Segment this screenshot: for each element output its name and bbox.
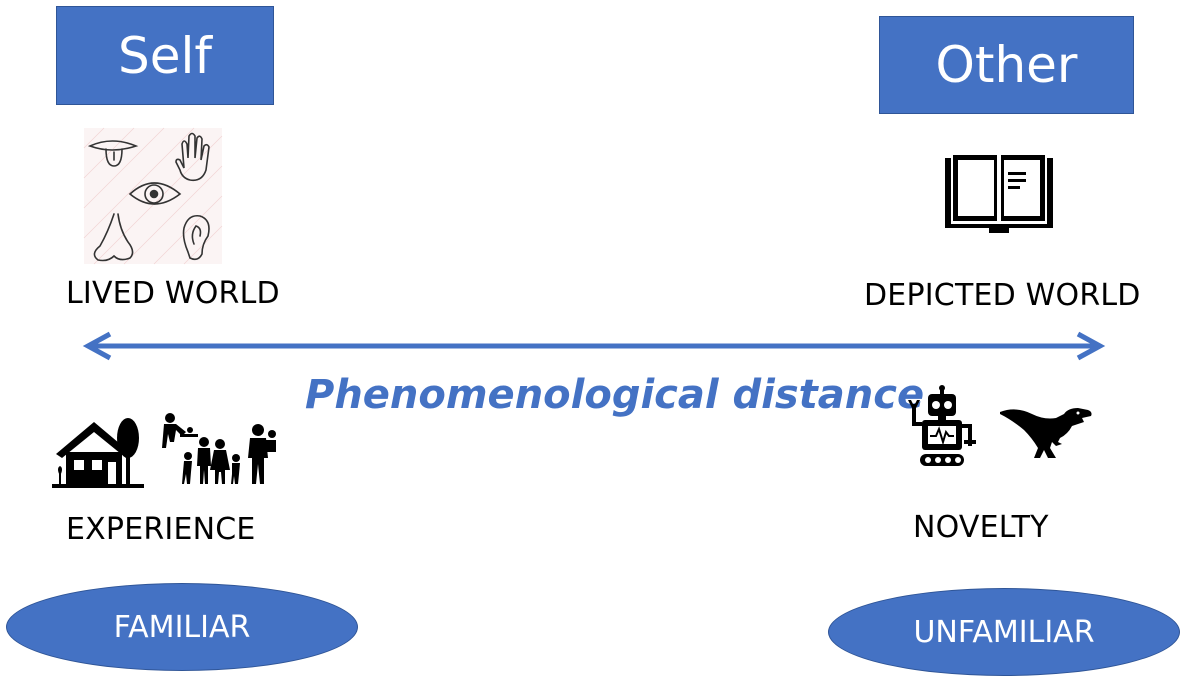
self-label: Self <box>118 26 212 85</box>
depicted-world-label: DEPICTED WORLD <box>864 278 1141 313</box>
open-book-icon <box>945 154 1053 233</box>
unfamiliar-ellipse: UNFAMILIAR <box>828 588 1180 676</box>
house-icon <box>52 418 144 488</box>
other-box: Other <box>879 16 1134 114</box>
other-label: Other <box>935 36 1078 94</box>
distance-axis-label: Phenomenological distance <box>305 372 925 418</box>
dinosaur-icon <box>1000 408 1092 458</box>
unfamiliar-label: UNFAMILIAR <box>913 614 1095 650</box>
robot-icon <box>908 385 976 466</box>
family-icon <box>162 413 276 484</box>
novelty-label: NOVELTY <box>913 510 1049 545</box>
self-box: Self <box>56 6 274 105</box>
familiar-ellipse: FAMILIAR <box>6 583 358 671</box>
senses-sketch-icon <box>83 127 223 265</box>
experience-label: EXPERIENCE <box>66 512 256 547</box>
lived-world-label: LIVED WORLD <box>66 276 280 311</box>
familiar-label: FAMILIAR <box>113 609 251 645</box>
